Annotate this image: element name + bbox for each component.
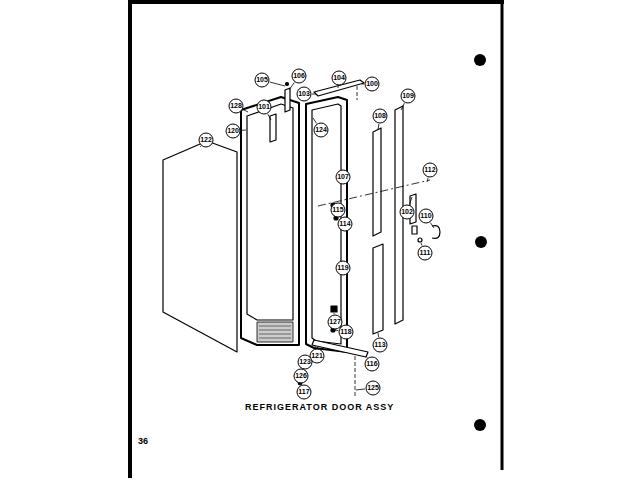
- callout-circle: [418, 246, 432, 260]
- callout-number: 115: [330, 205, 346, 215]
- callout-circle: [297, 385, 311, 399]
- callout-circle: [226, 124, 240, 138]
- leader-line: [430, 223, 434, 228]
- callout-number: 109: [400, 91, 416, 101]
- callout-circle: [423, 163, 437, 177]
- callout-circle: [298, 355, 312, 369]
- leader-line: [268, 114, 271, 120]
- callout-circle: [328, 315, 342, 329]
- leader-line: [401, 103, 404, 110]
- callout-number: 119: [335, 263, 351, 273]
- callout-circle: [294, 369, 308, 383]
- callout-number: 105: [254, 75, 270, 85]
- callout-circle: [314, 123, 328, 137]
- callout-circle: [336, 261, 350, 275]
- callout-circle: [292, 69, 306, 83]
- callout-number: 103: [296, 89, 312, 99]
- callout-circle: [199, 133, 213, 147]
- callout-circle: [338, 217, 352, 231]
- callout-number: 107: [335, 172, 351, 182]
- leader-line: [338, 86, 339, 88]
- leader-line: [337, 219, 338, 221]
- leader-line: [366, 356, 367, 358]
- callout-circle: [373, 338, 387, 352]
- callout-number: 110: [418, 211, 434, 221]
- leader-line: [334, 313, 335, 314]
- callout-number: 122: [198, 135, 214, 145]
- callout-circle: [366, 381, 380, 395]
- leader-line: [421, 243, 422, 246]
- callout-number: 126: [293, 371, 309, 381]
- callout-circle: [257, 100, 271, 114]
- callout-number: 112: [422, 165, 438, 175]
- leader-line: [313, 118, 317, 123]
- callout-circle: [419, 209, 433, 223]
- callout-circle: [401, 89, 415, 103]
- callout-circle: [331, 203, 345, 217]
- callout-circle: [297, 87, 311, 101]
- callout-number: 123: [297, 357, 313, 367]
- callout-number: 127: [327, 317, 343, 327]
- callout-number: 104: [331, 73, 347, 83]
- page-number: 36: [138, 436, 148, 446]
- callout-circle: [365, 357, 379, 371]
- leader-line: [335, 330, 338, 332]
- callout-circle: [336, 170, 350, 184]
- callout-circle: [365, 77, 379, 91]
- leader-line: [356, 389, 365, 390]
- caption: REFRIGERATOR DOOR ASSY: [245, 402, 394, 412]
- callout-number: 124: [313, 125, 329, 135]
- leader-line: [241, 130, 246, 131]
- leader-line: [378, 124, 380, 130]
- leader-line: [312, 94, 316, 95]
- callout-circle: [332, 71, 346, 85]
- leader-line: [410, 197, 412, 204]
- callout-number: 121: [309, 351, 325, 361]
- callout-number: 114: [337, 219, 353, 229]
- callout-number: 128: [228, 101, 244, 111]
- leader-line: [362, 84, 364, 85]
- callout-number: 120: [225, 126, 241, 136]
- callout-number: 111: [417, 248, 433, 258]
- leader-line: [200, 146, 202, 148]
- callout-circle: [229, 99, 243, 113]
- callout-number: 118: [338, 327, 354, 337]
- callout-number: 106: [291, 71, 307, 81]
- callout-number: 108: [372, 111, 388, 121]
- leader-line: [315, 346, 316, 348]
- callout-number: 100: [364, 79, 380, 89]
- callout-number: 102: [399, 207, 415, 217]
- leader-line: [270, 82, 285, 86]
- callout-number: 116: [364, 359, 380, 369]
- leader-line: [427, 178, 428, 182]
- callout-number: 125: [365, 383, 381, 393]
- leader-line: [289, 83, 294, 90]
- leader-line: [339, 170, 340, 171]
- callout-number: 117: [296, 387, 312, 397]
- leader-line: [243, 110, 248, 112]
- leader-line: [378, 333, 380, 337]
- callout-circle: [255, 73, 269, 87]
- callout-number: 101: [256, 102, 272, 112]
- callout-circle: [373, 109, 387, 123]
- callout-circle: [400, 205, 414, 219]
- callout-circle: [339, 325, 353, 339]
- callout-number: 113: [372, 340, 388, 350]
